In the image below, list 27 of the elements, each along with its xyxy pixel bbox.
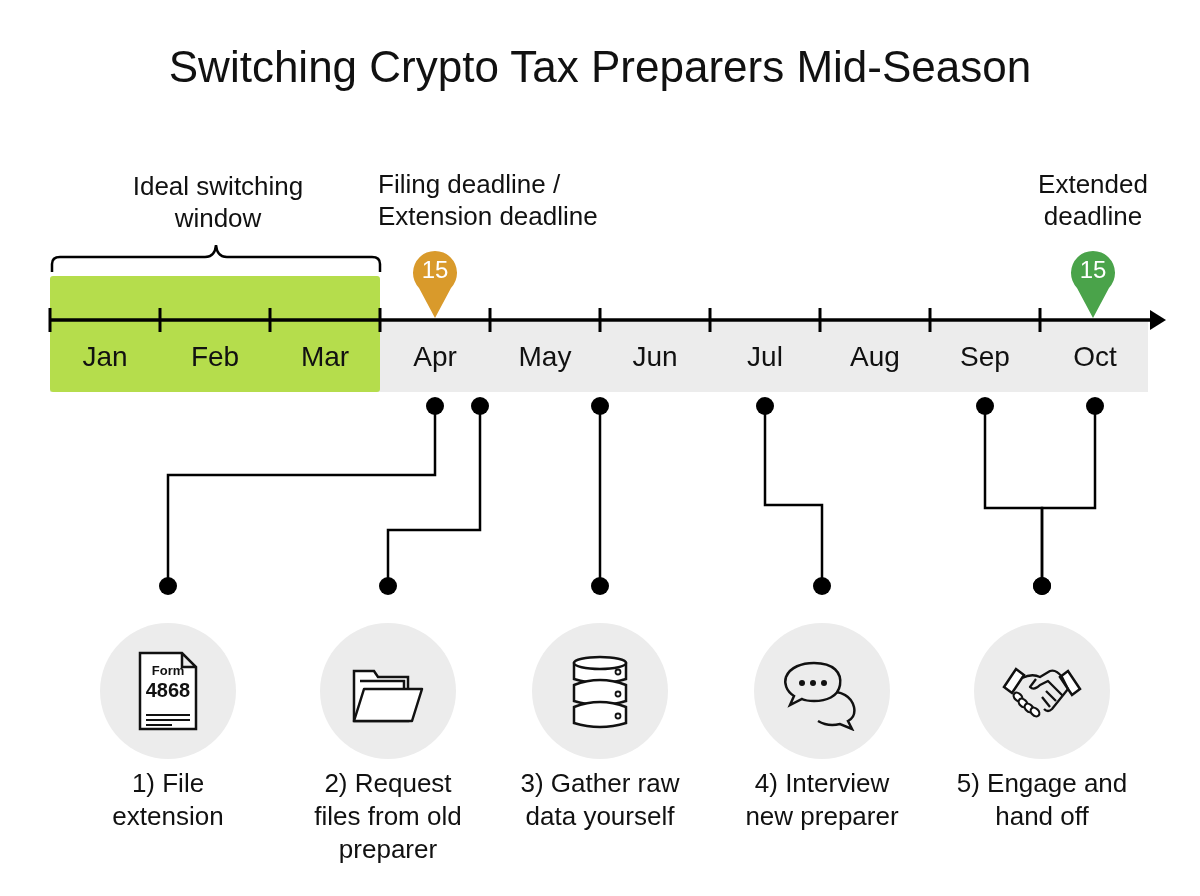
day-number: 15 xyxy=(1078,256,1108,284)
step-caption: 2) Request files from old preparer xyxy=(313,767,463,866)
month-label: Oct xyxy=(1072,340,1118,374)
step-caption: 5) Engage and hand off xyxy=(955,767,1129,833)
connector-line xyxy=(756,397,831,595)
month-label: Sep xyxy=(959,340,1011,374)
day-number: 15 xyxy=(420,256,450,284)
window-label: Ideal switching window xyxy=(131,170,305,234)
month-label: Apr xyxy=(412,340,458,374)
connector-line xyxy=(159,397,444,595)
deadline-label: Filing deadline / Extension deadline xyxy=(378,168,599,232)
form-label: Form 4868 xyxy=(144,663,192,701)
step-caption: 3) Gather raw data yourself xyxy=(519,767,681,833)
step-caption: 4) Interview new preparer xyxy=(744,767,900,833)
month-label: Jan xyxy=(81,340,129,374)
connector-line xyxy=(1033,397,1104,595)
deadline-label: Extended deadline xyxy=(1037,168,1149,232)
month-label: Feb xyxy=(189,340,241,374)
title: Switching Crypto Tax Preparers Mid-Season xyxy=(167,42,1033,92)
month-label: Mar xyxy=(299,340,351,374)
month-label: May xyxy=(517,340,573,374)
connector-line xyxy=(591,397,609,595)
month-label: Jul xyxy=(746,340,784,374)
month-label: Aug xyxy=(849,340,901,374)
month-label: Jun xyxy=(631,340,679,374)
step-caption: 1) File extension xyxy=(111,767,225,833)
connector-line xyxy=(379,397,489,595)
